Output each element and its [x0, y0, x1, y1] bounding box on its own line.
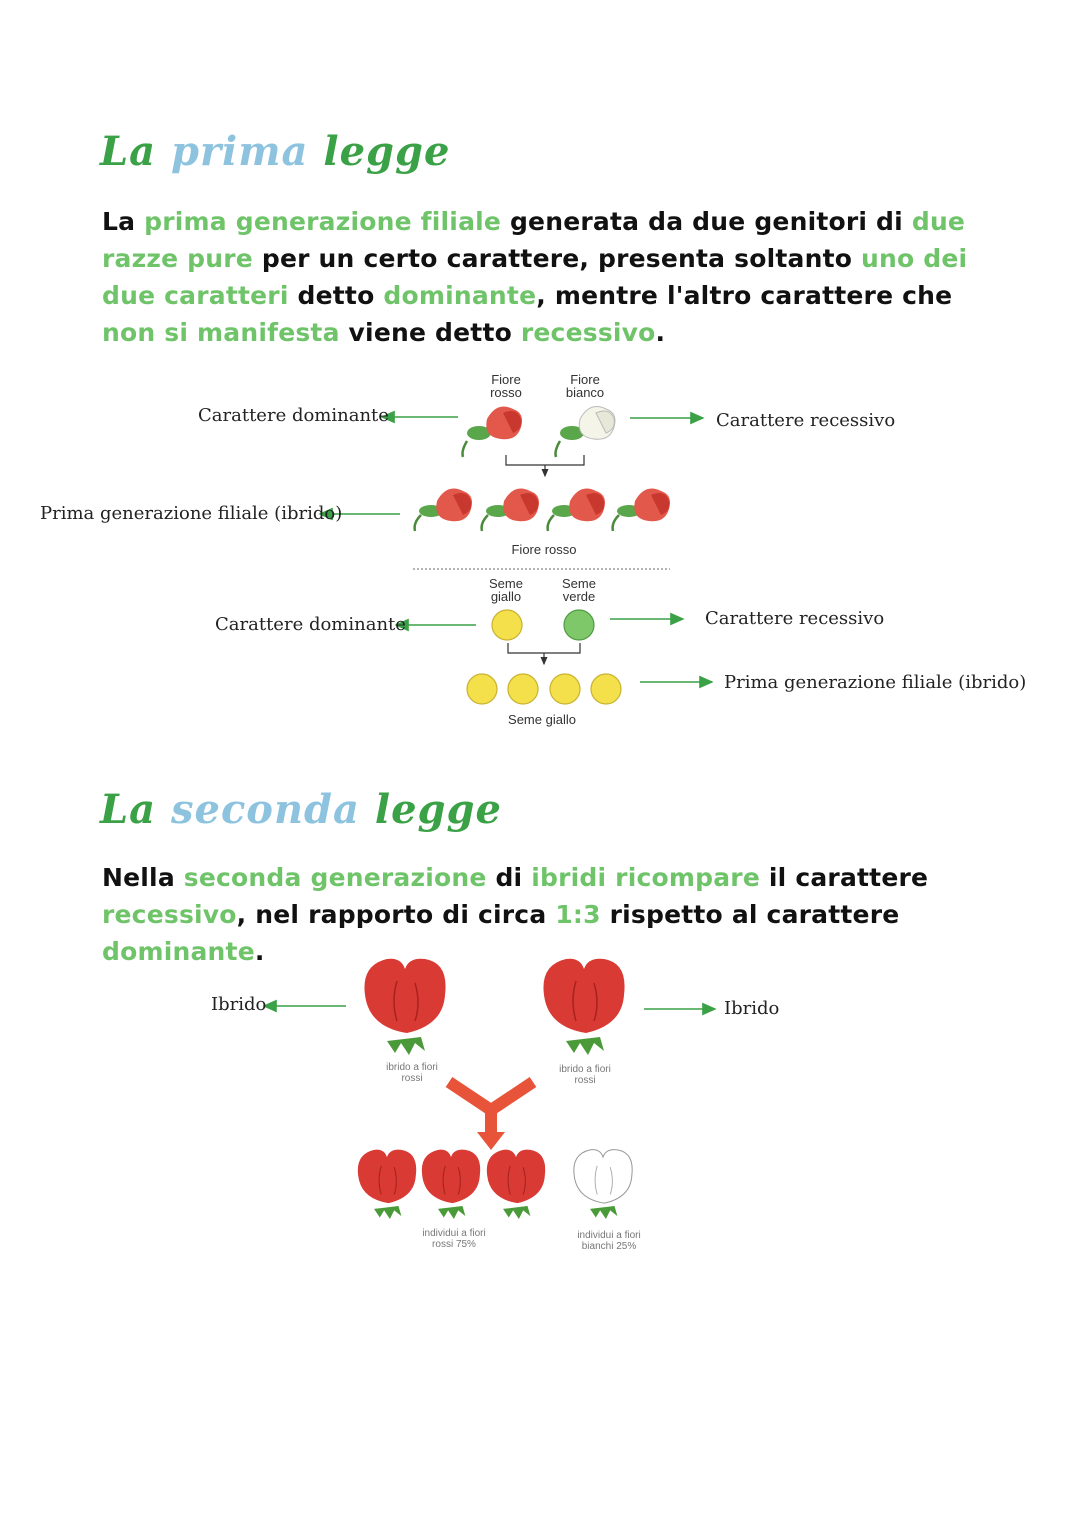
caption-fiore-rosso: Fiore rosso: [482, 373, 530, 399]
second-law-paragraph: Nella seconda generazione di ibridi rico…: [102, 859, 982, 970]
label-ibrido-right: Ibrido: [724, 998, 780, 1019]
caption-line: Seme: [489, 576, 523, 591]
hybrid-red-flower-icon: [543, 958, 625, 1055]
caption-line: verde: [562, 589, 596, 604]
highlighted-term: dominante: [102, 937, 255, 966]
caption-line: ibrido a fiori: [386, 1062, 438, 1073]
f1-yellow-seed-icon: [507, 673, 539, 705]
title-word: La: [100, 128, 171, 175]
cross-arrow-icon: [445, 1077, 537, 1150]
paragraph-text: , mentre l'altro carattere che: [536, 281, 953, 310]
caption-line: bianchi 25%: [581, 1241, 637, 1252]
title-word: La: [100, 786, 171, 833]
green-seed-icon: [563, 609, 595, 641]
offspring-red-flower-icon: [486, 1149, 546, 1219]
f1-yellow-seed-icon: [590, 673, 622, 705]
label-prima-generazione: Prima generazione filiale (ibrido): [40, 503, 343, 524]
highlighted-term: recessivo: [102, 900, 237, 929]
f1-yellow-seed-icon: [466, 673, 498, 705]
caption-fiore-bianco: Fiore bianco: [560, 373, 610, 399]
label-carattere-recessivo: Carattere recessivo: [716, 410, 896, 431]
caption-line: Fiore: [570, 372, 600, 387]
highlighted-term: uno dei due caratteri: [102, 244, 968, 310]
paragraph-text: .: [254, 937, 265, 966]
caption-line: ibrido a fiori: [559, 1064, 611, 1075]
paragraph-text: di: [486, 863, 532, 892]
caption-line: rossi 75%: [432, 1239, 476, 1250]
cross-bracket-flowers: [505, 455, 585, 476]
highlighted-term: 1:3: [555, 900, 601, 929]
white-flower-icon: [554, 406, 616, 458]
caption-seme-giallo-f1: Seme giallo: [508, 712, 576, 727]
offspring-red-flower-icon: [357, 1149, 417, 1219]
highlighted-term: due razze pure: [102, 207, 966, 273]
paragraph-text: La: [102, 207, 145, 236]
caption-ibrido-right: ibrido a fiori rossi: [543, 1064, 627, 1086]
caption-line: rosso: [490, 385, 522, 400]
cross-bracket-seeds: [507, 643, 581, 664]
offspring-red-flower-icon: [421, 1149, 481, 1219]
f1-yellow-seed-icon: [549, 673, 581, 705]
caption-line: individui a fiori: [577, 1230, 641, 1241]
label-carattere-dominante-seed: Carattere dominante: [215, 614, 406, 635]
label-carattere-recessivo-seed: Carattere recessivo: [705, 608, 885, 629]
paragraph-text: viene detto: [339, 318, 521, 347]
highlighted-term: non si manifesta: [102, 318, 340, 347]
f1-red-flower-icon: [480, 488, 539, 532]
highlighted-term: ibridi ricompare: [531, 863, 760, 892]
caption-individui-bianchi: individui a fiori bianchi 25%: [563, 1230, 655, 1252]
caption-seme-giallo: Seme giallo: [482, 577, 530, 603]
caption-ibrido-left: ibrido a fiori rossi: [370, 1062, 454, 1084]
caption-line: giallo: [490, 589, 522, 604]
first-law-paragraph: La prima generazione filiale generata da…: [102, 203, 982, 351]
title-highlight: prima: [170, 128, 309, 175]
paragraph-text: per un certo carattere, presenta soltant…: [252, 244, 862, 273]
paragraph-text: il carattere: [759, 863, 929, 892]
label-prima-generazione-seed: Prima generazione filiale (ibrido): [724, 672, 1027, 693]
yellow-seed-icon: [491, 609, 523, 641]
title-highlight: seconda: [170, 786, 360, 833]
f1-red-flower-icon: [413, 488, 472, 532]
hybrid-red-flower-icon: [364, 958, 446, 1055]
highlighted-term: seconda generazione: [183, 863, 487, 892]
caption-line: bianco: [565, 385, 605, 400]
highlighted-term: recessivo: [520, 318, 656, 347]
label-ibrido-left: Ibrido: [211, 994, 267, 1015]
caption-line: rossi: [401, 1073, 423, 1084]
paragraph-text: generata da due genitori di: [501, 207, 912, 236]
paragraph-text: detto: [288, 281, 384, 310]
caption-individui-rossi: individui a fiori rossi 75%: [408, 1228, 500, 1250]
caption-fiore-rosso-f1: Fiore rosso: [511, 542, 577, 557]
offspring-white-flower-icon: [573, 1149, 633, 1219]
section1-title: La prima legge: [100, 128, 450, 175]
caption-line: rossi: [574, 1075, 596, 1086]
caption-line: Fiore: [491, 372, 521, 387]
highlighted-term: prima generazione filiale: [144, 207, 502, 236]
title-word: legge: [359, 786, 502, 833]
highlighted-term: dominante: [383, 281, 537, 310]
paragraph-text: .: [655, 318, 666, 347]
f1-red-flower-icon: [546, 488, 605, 532]
red-flower-icon: [461, 406, 522, 458]
paragraph-text: Nella: [102, 863, 184, 892]
paragraph-text: rispetto al carattere: [600, 900, 900, 929]
paragraph-text: , nel rapporto di circa: [236, 900, 556, 929]
title-word: legge: [308, 128, 451, 175]
caption-line: Seme: [562, 576, 596, 591]
label-carattere-dominante: Carattere dominante: [198, 405, 389, 426]
f1-red-flower-icon: [611, 488, 670, 532]
section2-title: La seconda legge: [100, 786, 502, 833]
caption-seme-verde: Seme verde: [555, 577, 603, 603]
caption-line: individui a fiori: [422, 1228, 486, 1239]
